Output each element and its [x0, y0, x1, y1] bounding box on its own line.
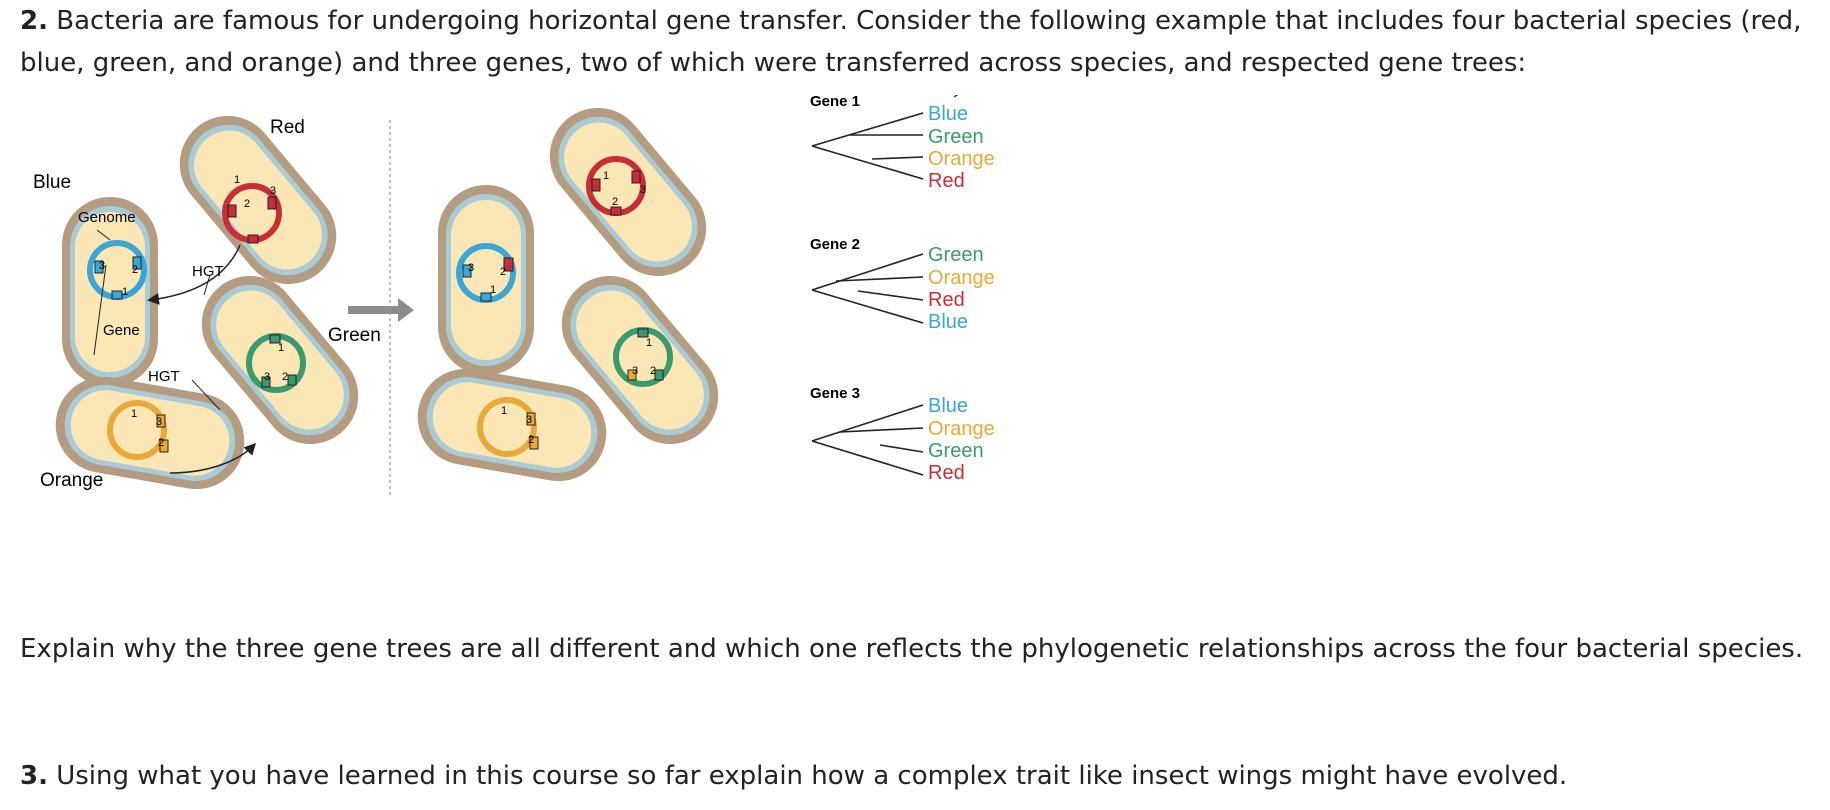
gene-tree-2: Gene 2 Green Orange Red Blue: [810, 236, 995, 333]
cell-red-before: [160, 96, 356, 304]
gene-tree-3-leaf-4: Red: [928, 462, 965, 484]
hgt-figure: 1 3 2 3 2 1 1 3 2 1 3 2 Red Blue Green O…: [33, 95, 995, 497]
question-3-text: Using what you have learned in this cour…: [47, 761, 1568, 791]
gene-tree-3-leaf-1: Blue: [928, 395, 968, 417]
gene-tree-1: Gene 1 Blue Green Orange Red: [810, 95, 995, 192]
gene-number-green-1-after: 1: [646, 337, 652, 349]
genome-orange-before: [107, 400, 167, 460]
gene-number-blue-1-after: 1: [490, 284, 496, 296]
gene-number-orange-1-after: 1: [501, 405, 507, 417]
gene-number-orange-3: 3: [156, 416, 162, 428]
gene-number-red-1: 1: [234, 174, 240, 186]
question-2-text: Bacteria are famous for undergoing horiz…: [20, 6, 1802, 78]
gene-number-green-3-after: 3: [632, 365, 638, 377]
genome-orange-after: [477, 397, 537, 457]
question-2: 2. Bacteria are famous for undergoing ho…: [20, 0, 1820, 84]
gene-tree-2-leaf-2: Orange: [928, 267, 995, 289]
gene-tree-2-leaf-3: Red: [928, 289, 965, 311]
gene-tree-2-title: Gene 2: [810, 236, 860, 253]
cell-orange-after: [410, 361, 614, 489]
label-blue: Blue: [33, 172, 71, 193]
question-3-number: 3.: [20, 761, 48, 791]
label-red: Red: [270, 117, 305, 138]
gene-number-red-3-after: 3: [640, 184, 646, 196]
gene-number-red-2-after: 2: [612, 196, 618, 208]
gene-tree-1-leaf-4: Red: [928, 170, 965, 192]
gene-tree-3-leaf-3: Green: [928, 440, 984, 462]
gene-number-orange-1: 1: [131, 408, 137, 420]
gene-number-red-1-after: 1: [603, 170, 609, 182]
gene-number-green-1: 1: [278, 342, 284, 354]
gene-tree-1-title: Gene 1: [810, 95, 860, 110]
hgt-arrow-red-to-blue: [147, 244, 241, 305]
annotation-genome: Genome: [78, 209, 136, 226]
annotation-hgt-top: HGT: [192, 263, 224, 280]
gene-number-green-2-after: 2: [650, 365, 656, 377]
label-green: Green: [328, 325, 381, 346]
gene-number-green-3: 3: [264, 371, 270, 383]
question-2-explain: Explain why the three gene trees are all…: [20, 634, 1804, 664]
annotation-hgt-bottom: HGT: [148, 368, 180, 385]
gene-number-red-2: 2: [244, 198, 250, 210]
question-2-number: 2.: [20, 6, 48, 36]
transition-arrow: [348, 298, 414, 322]
gene-tree-2-leaf-4: Blue: [928, 311, 968, 333]
gene-number-blue-1: 1: [122, 286, 128, 298]
cell-blue-after: [438, 185, 534, 375]
gene-number-blue-3-after: 3: [468, 262, 474, 274]
gene-tree-3-leaf-2: Orange: [928, 418, 995, 440]
gene-tree-2-leaf-1: Green: [928, 244, 984, 266]
annotation-gene: Gene: [103, 322, 140, 339]
gene-number-red-3: 3: [270, 185, 276, 197]
gene-number-orange-2: 2: [158, 437, 164, 449]
gene-tree-1-leaf-3: Orange: [928, 148, 995, 170]
cell-red-after: [530, 95, 726, 296]
gene-number-blue-3: 3: [99, 260, 105, 272]
gene-number-blue-2: 2: [132, 264, 138, 276]
question-3: 3. Using what you have learned in this c…: [20, 755, 1820, 797]
gene-tree-1-leaf-1: Blue: [928, 103, 968, 125]
gene-number-blue-2-after: 2: [500, 266, 506, 278]
hgt-arrow-orange-to-green: [169, 442, 257, 474]
gene-number-green-2: 2: [282, 371, 288, 383]
gene-tree-1-leaf-2: Green: [928, 126, 984, 148]
gene-number-orange-3-after: 3: [526, 414, 532, 426]
gene-tree-3: Gene 3 Blue Orange Green Red: [810, 385, 995, 484]
gene-number-orange-2-after: 2: [528, 434, 534, 446]
gene-tree-3-title: Gene 3: [810, 385, 860, 402]
label-orange: Orange: [40, 470, 103, 491]
